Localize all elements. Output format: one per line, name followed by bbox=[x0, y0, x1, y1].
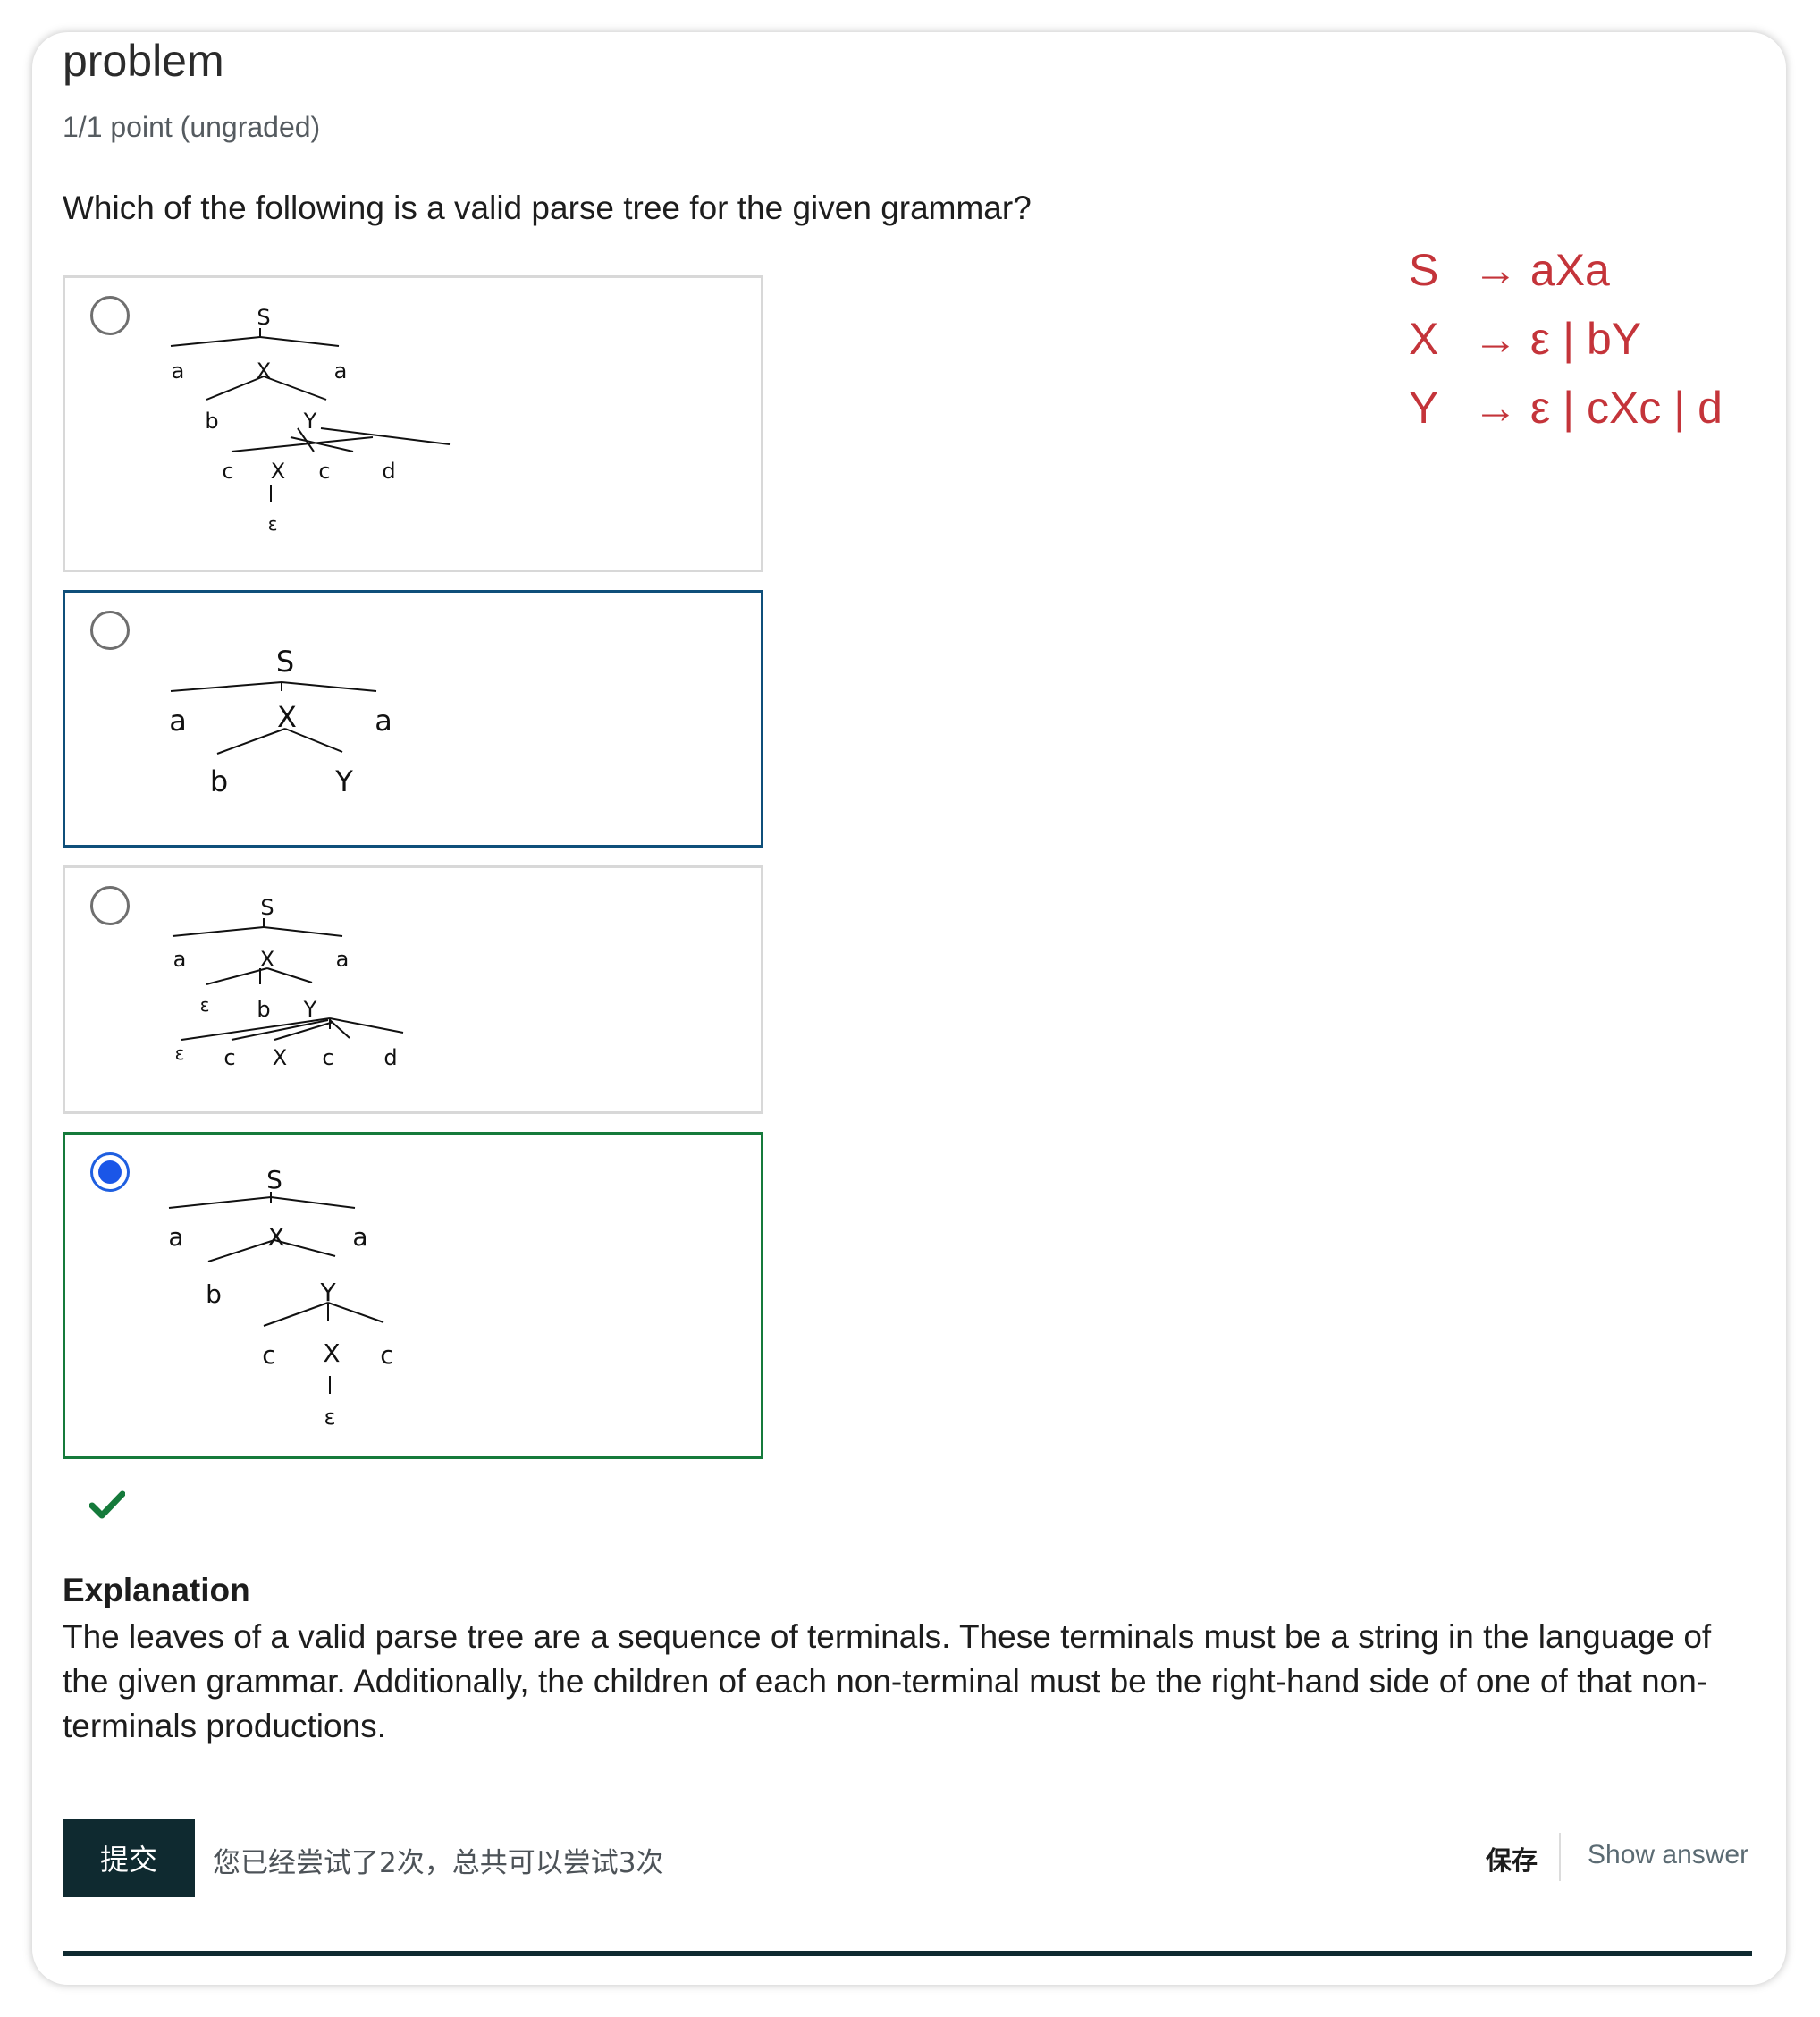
save-button[interactable]: 保存 bbox=[1486, 1845, 1538, 1876]
tree-node: c bbox=[322, 1045, 333, 1070]
tree-node: S bbox=[257, 305, 270, 330]
points-label: 1/1 point (ungraded) bbox=[63, 111, 321, 143]
attempts-text: 您已经尝试了2次，总共可以尝试3次 bbox=[213, 1847, 664, 1879]
answer-option-2[interactable]: S a X a b Y bbox=[63, 590, 763, 848]
tree-node: ε bbox=[324, 1405, 336, 1430]
tree-node: c bbox=[380, 1340, 393, 1370]
tree-node: c bbox=[318, 459, 330, 484]
show-answer-button[interactable]: Show answer bbox=[1588, 1840, 1749, 1869]
tree-node: S bbox=[276, 645, 294, 679]
tree-node: a bbox=[352, 1222, 367, 1252]
tree-node: c bbox=[222, 459, 233, 484]
tree-node: a bbox=[334, 359, 348, 384]
rule-lhs: S bbox=[1409, 245, 1439, 295]
grammar-rules: S → aXa X → ε | bY Y → ε | cXc | d bbox=[1409, 236, 1723, 443]
tree-node: a bbox=[173, 947, 187, 972]
section-divider bbox=[63, 1951, 1752, 1956]
tree-node: X bbox=[273, 1045, 287, 1070]
tree-node: X bbox=[267, 1222, 284, 1252]
rule-lhs: Y bbox=[1409, 383, 1439, 433]
action-divider bbox=[1559, 1833, 1561, 1881]
parse-tree-diagram: S a X a b Y c X c d ε bbox=[170, 305, 451, 535]
tree-node: X bbox=[260, 947, 274, 972]
tree-node: Y bbox=[303, 997, 317, 1022]
explanation-body: The leaves of a valid parse tree are a s… bbox=[63, 1618, 1712, 1744]
tree-node: S bbox=[266, 1165, 282, 1194]
parse-tree-diagram: S a X a b Y bbox=[169, 645, 392, 798]
answer-option-1[interactable]: S a X a b Y c X c d ε bbox=[63, 275, 763, 572]
tree-node: a bbox=[172, 359, 185, 384]
radio-button[interactable] bbox=[90, 886, 130, 925]
grammar-rule: X → ε | bY bbox=[1409, 305, 1723, 374]
tree-node: c bbox=[262, 1340, 275, 1370]
tree-node: ε bbox=[175, 1042, 185, 1064]
answer-option-4[interactable]: S a X a b Y c X c ε bbox=[63, 1132, 763, 1459]
tree-node: Y bbox=[319, 1278, 336, 1307]
tree-node: b bbox=[205, 409, 218, 434]
tree-node: ε bbox=[200, 994, 210, 1016]
tree-node: a bbox=[168, 1222, 183, 1252]
tree-node: a bbox=[169, 704, 187, 738]
tree-node: Y bbox=[303, 409, 317, 434]
problem-card: problem 1/1 point (ungraded) Which of th… bbox=[32, 32, 1786, 1985]
tree-node: X bbox=[323, 1338, 340, 1368]
grammar-rule: S → aXa bbox=[1409, 236, 1723, 305]
rule-rhs: → ε | cXc | d bbox=[1473, 383, 1723, 433]
tree-node: X bbox=[277, 700, 297, 734]
parse-tree-diagram: S a X a b Y c X c ε bbox=[168, 1165, 393, 1430]
problem-title: problem bbox=[63, 36, 224, 86]
tree-node: b bbox=[206, 1279, 222, 1309]
tree-node: X bbox=[271, 459, 285, 484]
tree-node: b bbox=[257, 997, 270, 1022]
radio-button[interactable] bbox=[90, 296, 130, 335]
grammar-rule: Y → ε | cXc | d bbox=[1409, 374, 1723, 443]
explanation-title: Explanation bbox=[63, 1572, 250, 1608]
tree-node: a bbox=[375, 704, 392, 738]
question-text: Which of the following is a valid parse … bbox=[63, 190, 1032, 226]
tree-node: d bbox=[383, 1045, 397, 1070]
tree-node: Y bbox=[334, 764, 353, 798]
tree-node: c bbox=[223, 1045, 235, 1070]
tree-node: b bbox=[210, 764, 228, 798]
tree-node: S bbox=[260, 895, 274, 920]
parse-tree-diagram: S a X a ε b Y ε c X c d bbox=[172, 895, 404, 1070]
tree-node: a bbox=[336, 947, 350, 972]
radio-button-selected[interactable] bbox=[90, 1152, 130, 1192]
checkmark-icon bbox=[89, 1490, 125, 1519]
answer-option-3[interactable]: S a X a ε b Y ε c X c d bbox=[63, 865, 763, 1114]
radio-button[interactable] bbox=[90, 611, 130, 650]
submit-button[interactable]: 提交 bbox=[63, 1819, 195, 1897]
rule-rhs: → aXa bbox=[1473, 245, 1610, 295]
tree-node: d bbox=[382, 459, 395, 484]
tree-node: ε bbox=[268, 513, 278, 535]
rule-lhs: X bbox=[1409, 314, 1439, 364]
rule-rhs: → ε | bY bbox=[1473, 314, 1642, 364]
tree-node: X bbox=[257, 359, 271, 384]
